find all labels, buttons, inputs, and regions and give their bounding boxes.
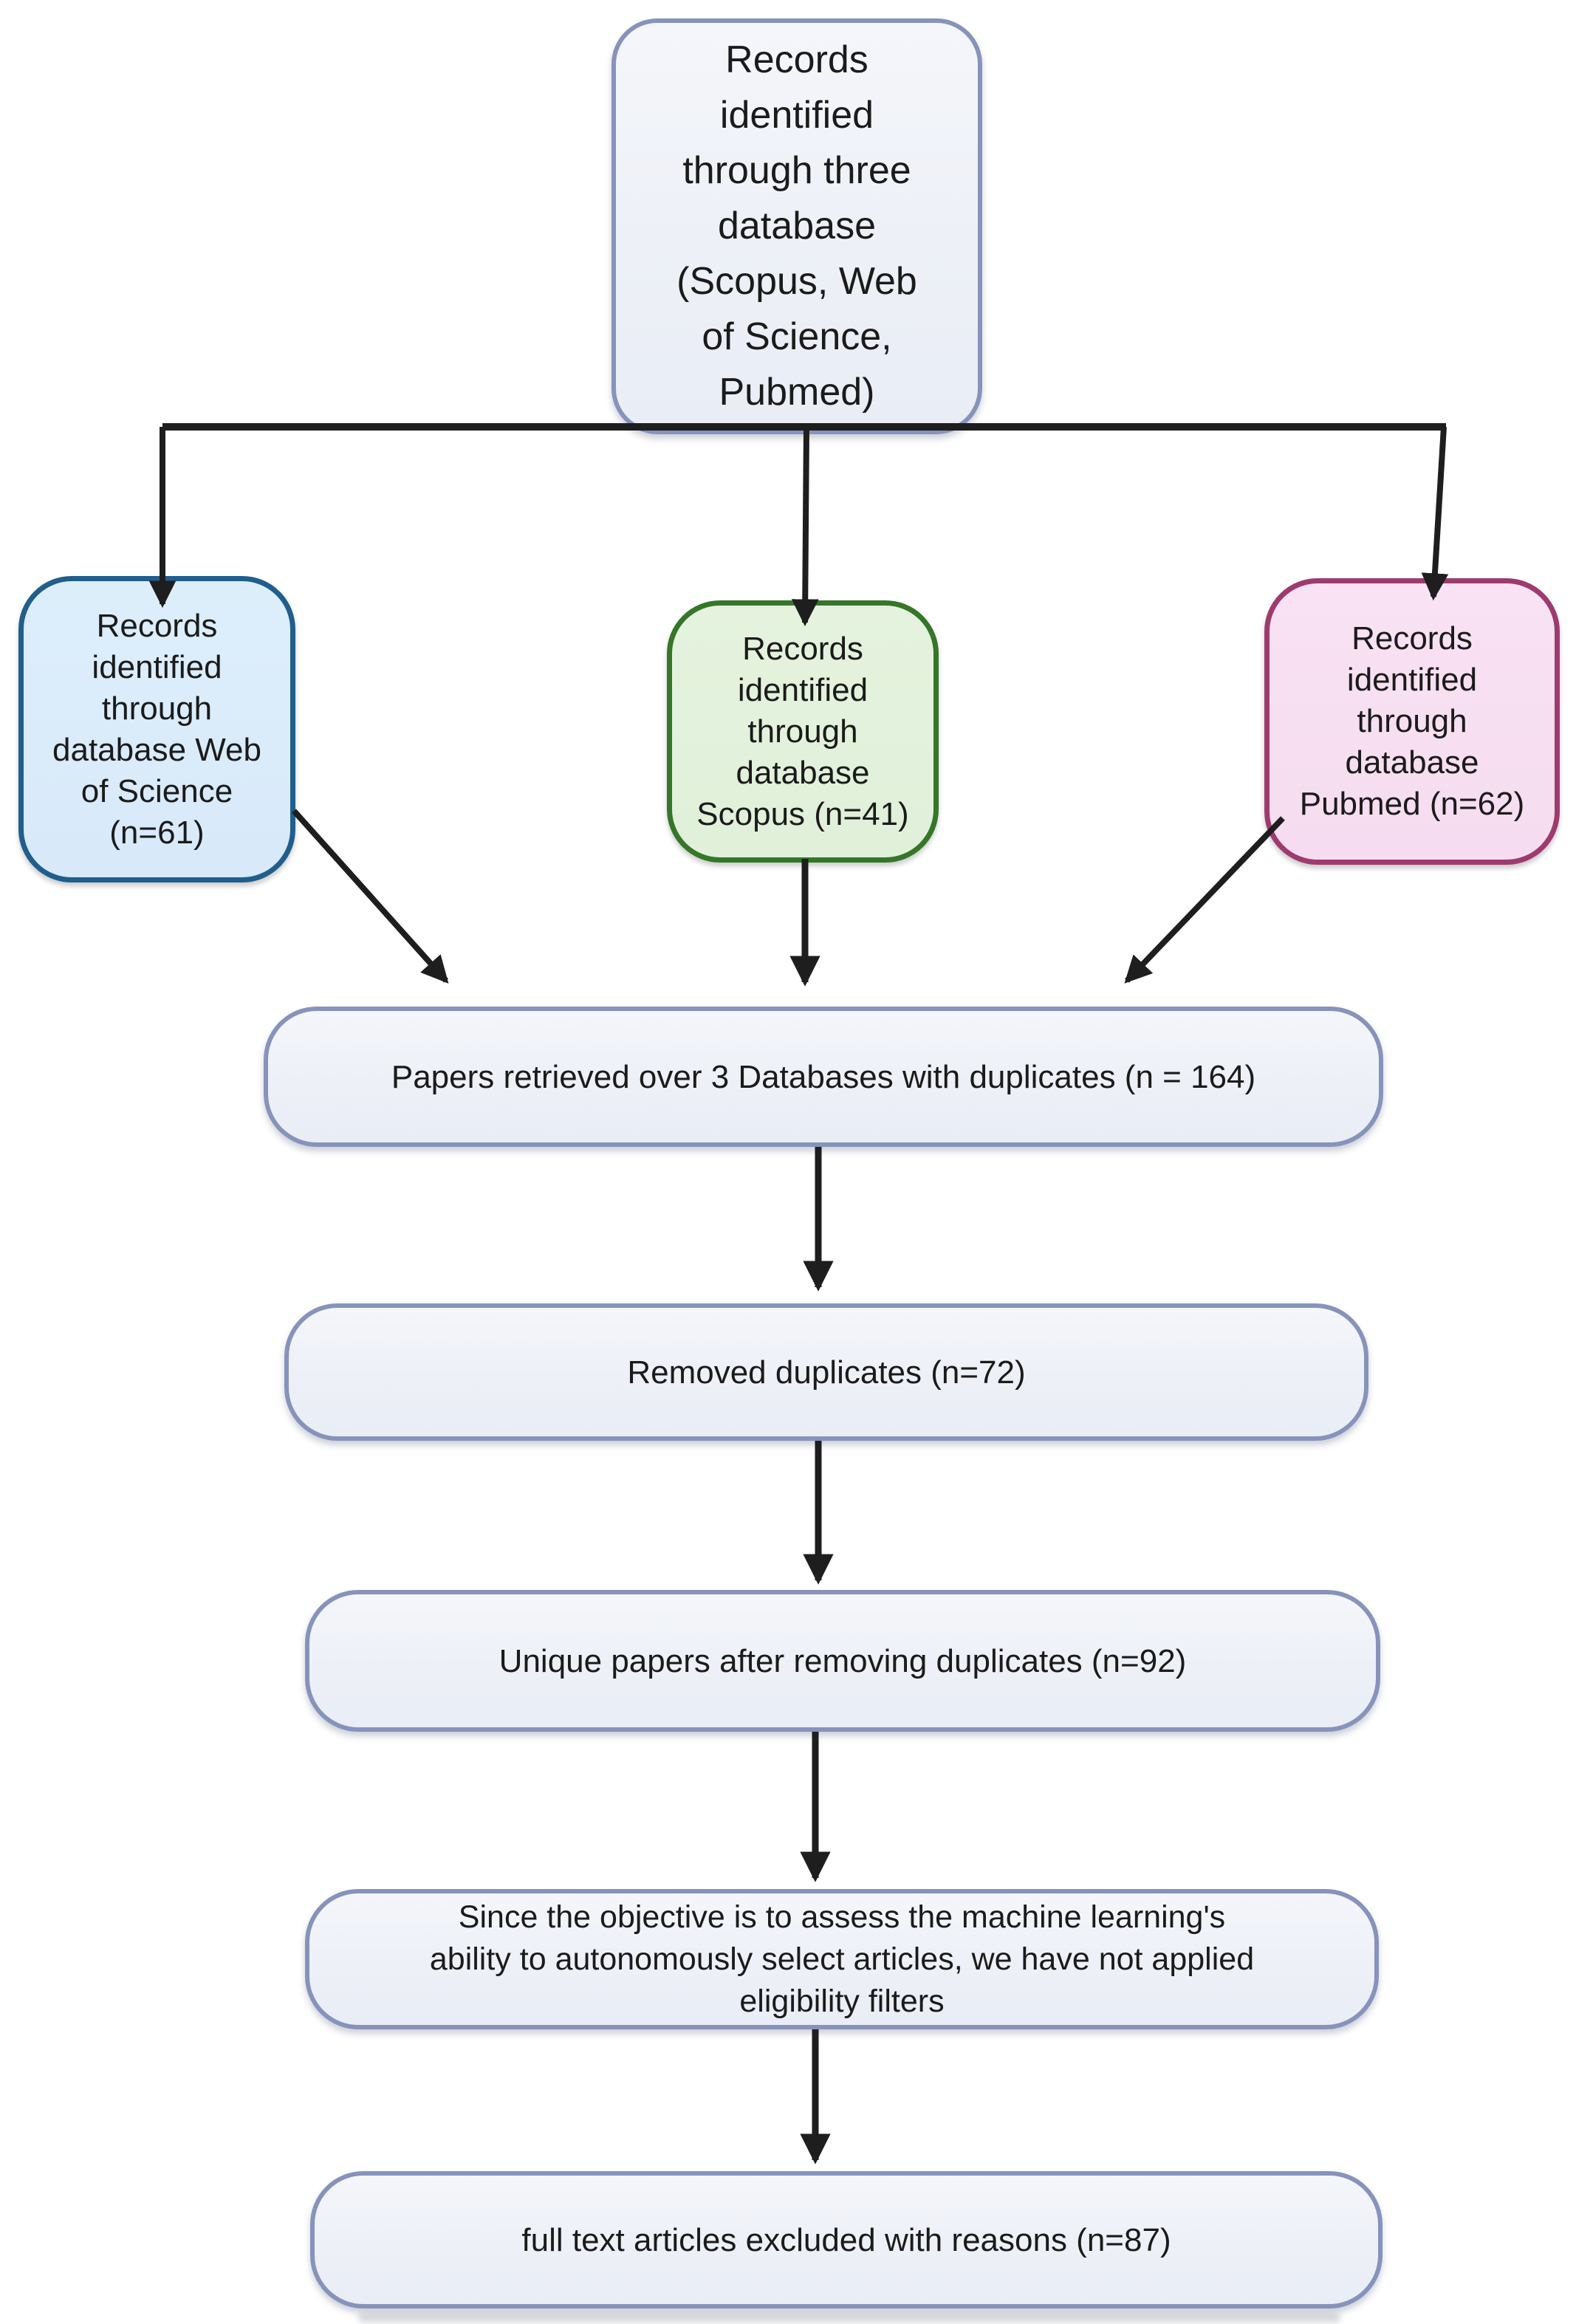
node-no-eligibility-filters: Since the objective is to assess the mac… (305, 1889, 1379, 2029)
node-records-identified-all-label: Records identified through three databas… (676, 38, 917, 414)
arrow-to-pubmed (1421, 426, 1449, 601)
node-scopus-label: Records identified through database Scop… (696, 630, 909, 832)
node-scopus: Records identified through database Scop… (667, 600, 939, 863)
node-no-eligibility-filters-label: Since the objective is to assess the mac… (429, 1899, 1255, 2019)
node-web-of-science: Records identified through database Web … (18, 576, 295, 882)
node-pubmed: Records identified through database Pubm… (1264, 578, 1560, 865)
node-web-of-science-label: Records identified through database Web … (52, 607, 261, 851)
node-removed-duplicates-label: Removed duplicates (n=72) (627, 1354, 1026, 1391)
arrow-pubmed-to-retrieved (1124, 816, 1285, 984)
node-full-text-excluded-label: full text articles excluded with reasons… (521, 2221, 1171, 2258)
node-retrieved-with-duplicates: Papers retrieved over 3 Databases with d… (264, 1007, 1383, 1147)
node-unique-papers-label: Unique papers after removing duplicates … (499, 1642, 1187, 1679)
bottom-edge-artifact (358, 2313, 1340, 2323)
node-removed-duplicates: Removed duplicates (n=72) (284, 1303, 1368, 1441)
arrow-to-scopus (791, 426, 819, 627)
node-full-text-excluded: full text articles excluded with reasons… (310, 2171, 1383, 2308)
node-records-identified-all: Records identified through three databas… (611, 18, 982, 434)
arrow-wos-to-retrieved (292, 809, 449, 984)
node-unique-papers: Unique papers after removing duplicates … (305, 1590, 1380, 1732)
node-pubmed-label: Records identified through database Pubm… (1299, 620, 1525, 822)
node-retrieved-with-duplicates-label: Papers retrieved over 3 Databases with d… (391, 1058, 1256, 1095)
